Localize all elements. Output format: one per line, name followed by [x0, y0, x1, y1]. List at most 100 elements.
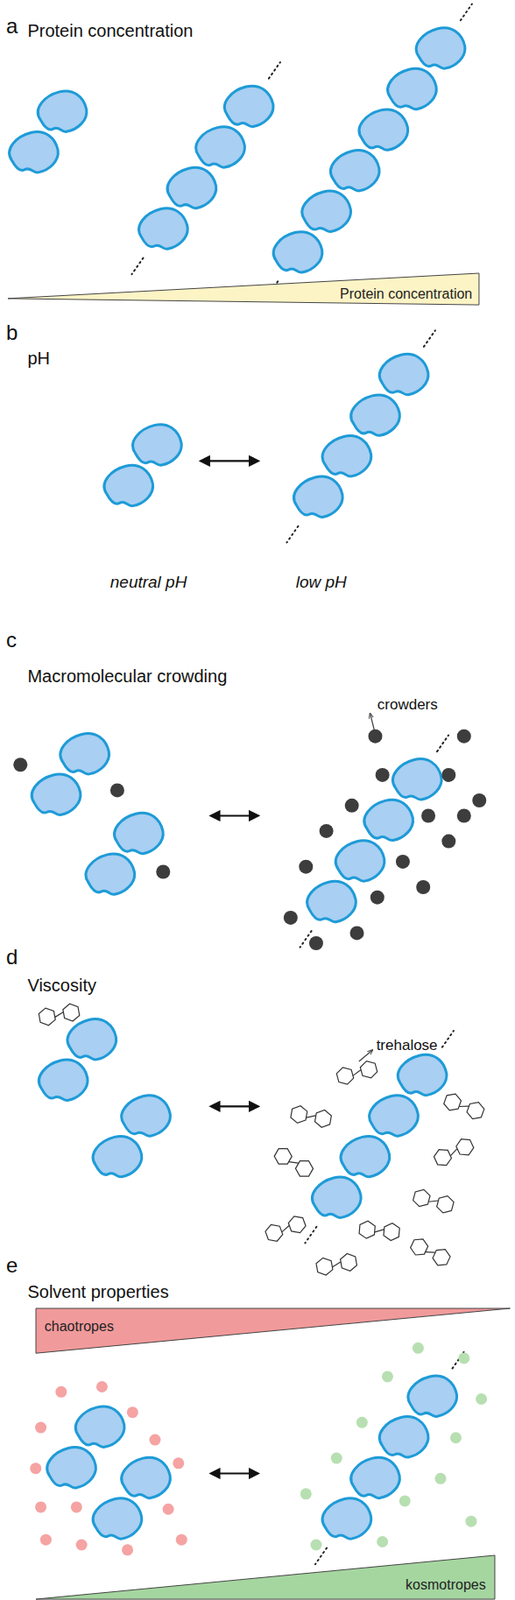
protein-monomer [87, 1490, 149, 1549]
crowder-dot [367, 729, 382, 744]
callout-label: crowders [377, 696, 438, 714]
protein-monomer [296, 183, 358, 241]
kosmotrope-dot [331, 1453, 343, 1465]
chaotrope [29, 1381, 188, 1556]
chaotrope-dot [121, 1544, 134, 1556]
crowder [283, 729, 487, 951]
protein-monomer [98, 457, 160, 515]
panel-letter: c [6, 627, 17, 653]
protein-monomer [70, 1398, 131, 1457]
protein-monomer [87, 1128, 149, 1186]
protein-monomer [392, 1046, 453, 1105]
crowder-dot [370, 890, 385, 905]
panel-heading: pH [27, 348, 50, 369]
protein-filament [304, 1030, 454, 1243]
kosmotrope-dot [381, 1370, 394, 1383]
panel-heading: Viscosity [27, 975, 97, 996]
chaotrope-dot [70, 1501, 83, 1513]
trehalose-molecule [411, 1187, 455, 1215]
continuation-dots [304, 1227, 317, 1244]
chaotrope-dot [126, 1406, 139, 1419]
protein-monomer [335, 1128, 396, 1186]
protein-dimer [87, 1087, 177, 1187]
trehalose-molecule [335, 1058, 379, 1087]
protein-monomer [108, 804, 170, 863]
equilibrium-arrow [211, 814, 259, 817]
protein-monomer [126, 416, 188, 475]
protein-dimer [87, 1449, 177, 1549]
protein-dimer [80, 804, 170, 904]
kosmotrope-dot [399, 1495, 411, 1507]
protein-monomer [218, 77, 280, 136]
protein-filament [300, 735, 450, 948]
continuation-dots [268, 62, 281, 79]
trehalose-molecule [409, 1235, 453, 1269]
crowder-dot [457, 808, 472, 823]
protein-monomer [359, 791, 420, 850]
protein-monomer [373, 345, 435, 404]
protein-monomer [55, 725, 116, 784]
protein-monomer [3, 123, 64, 182]
continuation-dots [286, 526, 298, 544]
panel-letter: a [6, 14, 18, 39]
protein-monomer [33, 1051, 94, 1110]
protein-monomer [353, 101, 415, 160]
crowder-dot [309, 936, 324, 951]
protein-monomer [345, 1449, 407, 1508]
protein-monomer [317, 1490, 378, 1549]
equilibrium-arrow [211, 1105, 259, 1108]
crowder-dot [441, 834, 456, 849]
leader-line [370, 713, 375, 731]
condition-label: neutral pH [110, 572, 188, 593]
crowder-dot [298, 860, 313, 875]
panel-heading: Solvent properties [27, 1282, 169, 1303]
trehalose-molecule [263, 1213, 308, 1244]
crowder-dot [350, 925, 365, 940]
crowder-dot [421, 808, 436, 823]
crowder-dot [416, 880, 431, 895]
protein-monomer [381, 60, 443, 119]
trehalose-molecule [359, 1220, 401, 1242]
protein-monomer [345, 387, 407, 445]
protein-monomer [410, 20, 472, 78]
gradient-wedge: chaotropes [35, 1308, 510, 1354]
protein-monomer [402, 1368, 464, 1426]
protein-monomer [80, 846, 142, 904]
wedge-label: Protein concentration [339, 285, 473, 303]
panel-heading: Protein concentration [27, 21, 193, 42]
trehalose-molecule [431, 1135, 476, 1169]
kosmotrope-dot [300, 1488, 312, 1500]
protein-monomer [387, 750, 448, 809]
continuation-dots [460, 4, 473, 22]
kosmotrope-dot [356, 1417, 368, 1429]
chaotrope-dot [55, 1386, 67, 1398]
protein-dimer [26, 725, 116, 825]
panel-letter: e [6, 1253, 18, 1278]
kosmotrope-dot [435, 1473, 447, 1485]
protein-filament [315, 1352, 465, 1565]
protein-monomer [190, 119, 252, 177]
protein-monomer [330, 832, 391, 891]
continuation-dots [131, 258, 143, 276]
trehalose-molecule [37, 1002, 80, 1028]
crowder-dot [472, 793, 487, 808]
leader-line [359, 1050, 373, 1062]
continuation-dots [442, 1030, 454, 1048]
gradient-wedge: kosmotropes [35, 1555, 495, 1600]
crowder-dot [457, 729, 472, 744]
panel-letter: b [6, 320, 18, 346]
crowder-dot [155, 865, 170, 880]
crowder-dot [395, 854, 410, 869]
protein-monomer [324, 141, 386, 200]
chaotrope-dot [35, 1422, 47, 1434]
protein-monomer [301, 873, 362, 932]
crowder-dot [375, 768, 390, 783]
protein-monomer [116, 1087, 177, 1146]
continuation-dots [423, 330, 436, 347]
panel-heading: Macromolecular crowding [27, 666, 227, 687]
kosmotrope-dot [450, 1432, 462, 1444]
chaotrope-dot [172, 1457, 184, 1469]
chaotrope-dot [76, 1539, 88, 1552]
